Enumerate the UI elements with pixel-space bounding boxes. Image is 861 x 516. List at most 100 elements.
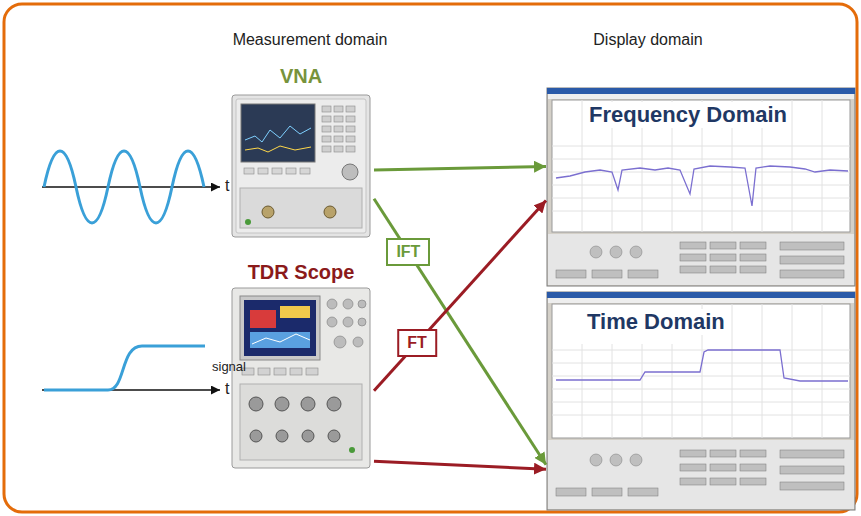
illustration-part bbox=[556, 166, 848, 206]
illustration-part bbox=[552, 185, 850, 186]
transform-label: FT bbox=[397, 329, 437, 357]
illustration-part bbox=[552, 415, 850, 416]
tdr-scope-instrument bbox=[232, 288, 370, 468]
illustration-part bbox=[342, 164, 358, 180]
illustration-part bbox=[590, 454, 602, 466]
illustration-part bbox=[792, 304, 793, 438]
illustration-part bbox=[672, 344, 673, 438]
vna-instrument bbox=[232, 95, 370, 237]
sine-wave bbox=[42, 151, 220, 223]
instrument-name: VNA bbox=[228, 64, 374, 88]
illustration-part bbox=[306, 368, 318, 375]
illustration-part bbox=[780, 450, 844, 458]
illustration-part bbox=[358, 300, 366, 308]
illustration-part bbox=[552, 146, 850, 147]
arrow-connector bbox=[374, 166, 546, 170]
illustration-part bbox=[258, 168, 268, 174]
illustration-part bbox=[792, 100, 793, 232]
illustration-part bbox=[780, 242, 844, 250]
illustration-part bbox=[680, 266, 706, 273]
illustration-part bbox=[300, 168, 310, 174]
illustration-part bbox=[346, 136, 355, 142]
illustration-part bbox=[353, 337, 363, 347]
illustration-part bbox=[322, 136, 331, 142]
illustration-part bbox=[346, 116, 355, 122]
column-heading: Display domain bbox=[593, 31, 702, 49]
illustration-part bbox=[245, 146, 311, 152]
illustration-part bbox=[710, 266, 736, 273]
illustration-part bbox=[343, 317, 353, 327]
illustration-part bbox=[244, 168, 254, 174]
illustration-part bbox=[740, 464, 766, 471]
illustration-part bbox=[280, 306, 310, 318]
illustration-part bbox=[552, 389, 850, 390]
arrow-connector bbox=[374, 199, 546, 465]
illustration-part bbox=[547, 88, 855, 94]
illustration-part bbox=[548, 440, 854, 509]
illustration-part bbox=[710, 450, 736, 457]
axis-label: t bbox=[225, 177, 229, 195]
illustration-part bbox=[610, 454, 622, 466]
illustration-part bbox=[547, 88, 855, 286]
illustration-part bbox=[244, 300, 316, 356]
illustration-part bbox=[780, 466, 844, 474]
illustration-part bbox=[42, 186, 220, 188]
illustration-part bbox=[242, 368, 318, 375]
illustration-part bbox=[552, 198, 850, 199]
illustration-part bbox=[710, 478, 736, 485]
illustration-part bbox=[630, 246, 642, 258]
signal-label: signal bbox=[212, 359, 246, 374]
illustration-part bbox=[245, 219, 251, 225]
illustration-part bbox=[250, 332, 310, 348]
illustration-part bbox=[552, 376, 850, 377]
illustration-part bbox=[334, 106, 343, 112]
illustration-part bbox=[547, 292, 855, 510]
illustration-part bbox=[322, 106, 331, 112]
display-window: Frequency Domain bbox=[546, 86, 856, 287]
transform-label: IFT bbox=[386, 238, 430, 266]
illustration-part bbox=[592, 488, 622, 496]
illustration-part bbox=[552, 211, 850, 212]
illustration-part bbox=[547, 292, 855, 298]
illustration-part bbox=[680, 478, 706, 485]
illustration-part bbox=[249, 397, 341, 442]
illustration-part bbox=[327, 299, 337, 309]
illustration-part bbox=[556, 270, 586, 278]
illustration-part bbox=[322, 126, 331, 132]
illustration-part bbox=[250, 310, 276, 328]
illustration-part bbox=[780, 270, 844, 278]
frequency-screen bbox=[547, 88, 855, 286]
illustration-part bbox=[346, 126, 355, 132]
illustration-part bbox=[334, 136, 343, 142]
axis-label: t bbox=[225, 380, 229, 398]
illustration-part bbox=[552, 172, 850, 173]
instrument-name: TDR Scope bbox=[228, 260, 374, 284]
illustration-part bbox=[343, 299, 353, 309]
illustration-part bbox=[710, 254, 736, 261]
illustration-part bbox=[582, 100, 583, 232]
illustration-part bbox=[780, 482, 844, 490]
display-title: Frequency Domain bbox=[586, 102, 790, 128]
illustration-part bbox=[548, 298, 854, 303]
illustration-part bbox=[552, 100, 850, 232]
frame-border bbox=[4, 4, 857, 512]
illustration-part bbox=[740, 478, 766, 485]
illustration-part bbox=[262, 206, 336, 218]
illustration-part bbox=[822, 100, 823, 232]
illustration-part bbox=[302, 430, 314, 442]
illustration-part bbox=[740, 266, 766, 273]
illustration-part bbox=[552, 304, 850, 438]
illustration-part bbox=[710, 242, 736, 249]
illustration-part bbox=[240, 188, 362, 228]
display-title: Time Domain bbox=[584, 309, 728, 335]
instrument-box: VNA bbox=[228, 62, 374, 242]
illustration-part bbox=[301, 397, 315, 411]
illustration-part bbox=[258, 368, 270, 375]
illustration-part bbox=[334, 336, 346, 348]
illustration-part bbox=[249, 397, 263, 411]
illustration-part bbox=[290, 368, 302, 375]
illustration-part bbox=[552, 350, 850, 351]
